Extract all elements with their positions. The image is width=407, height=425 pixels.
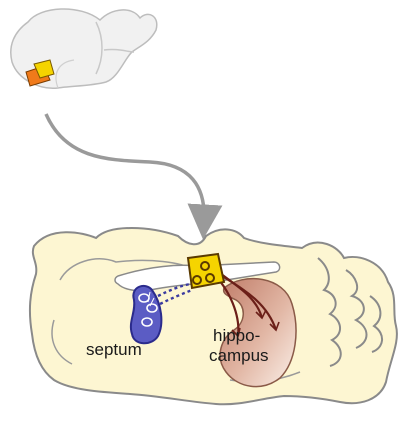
label-hippocampus-1: hippo- — [213, 326, 260, 345]
label-septum: septum — [86, 340, 142, 359]
implant-chip-icon — [188, 254, 224, 288]
curved-arrow-icon — [46, 114, 204, 222]
label-hippocampus-2: campus — [209, 346, 269, 365]
